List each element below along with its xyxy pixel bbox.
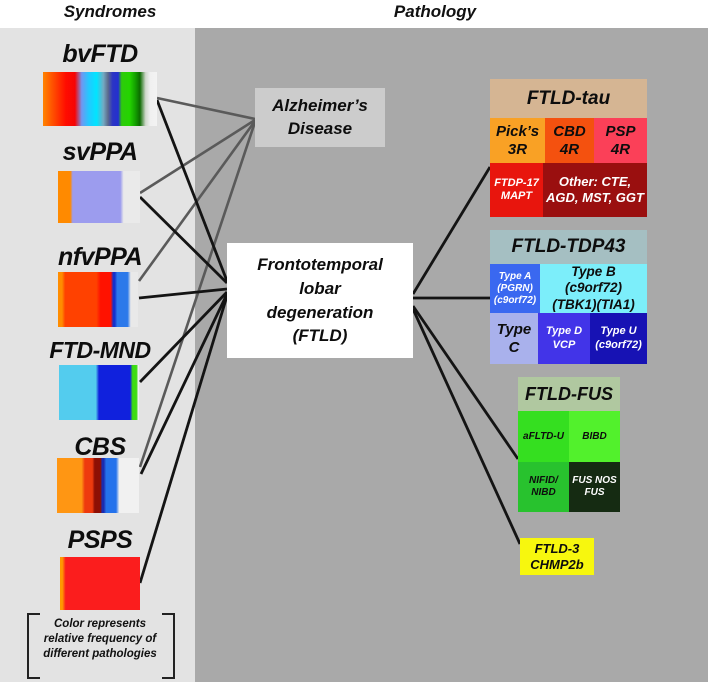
color-frequency-note: Color represents relative frequency of d… — [43, 618, 157, 660]
cell-bibd: BIBD — [569, 411, 620, 462]
syndrome-label-bvftd: bvFTD — [62, 40, 138, 68]
cell-tdp-type-c: Type C — [490, 313, 538, 364]
syndrome-label-svppa: svPPA — [62, 138, 138, 166]
line-cbs-ftld — [139, 293, 229, 475]
line-nfvppa-ftld — [138, 287, 228, 300]
cell-tau-other: Other: CTE, AGD, MST, GGT — [543, 163, 647, 217]
line-bvftd-alzheimers — [156, 96, 256, 121]
line-svppa-ftld — [139, 196, 228, 284]
syndrome-label-nfvppa: nfvPPA — [57, 243, 143, 271]
note-bracket-right — [162, 613, 175, 679]
line-ftld-fus — [411, 305, 520, 460]
line-ftld-tau — [411, 166, 492, 295]
frequency-bar-ftdmnd — [59, 365, 139, 420]
frequency-bar-psps — [60, 557, 140, 610]
cell-picks-3r: Pick’s 3R — [490, 118, 545, 163]
cell-afltd-u: aFLTD-U — [518, 411, 569, 462]
frequency-bar-cbs — [57, 458, 139, 513]
ftld-tdp43-header: FTLD-TDP43 — [490, 230, 647, 264]
syndrome-label-ftdmnd: FTD-MND — [49, 337, 151, 363]
syndrome-label-cbs: CBS — [74, 433, 126, 461]
frequency-bar-bvftd — [43, 72, 157, 126]
ftld-tau-header: FTLD-tau — [490, 79, 647, 118]
ftld-fus-header: FTLD-FUS — [518, 377, 620, 411]
syndromes-column-title: Syndromes — [63, 2, 157, 21]
cell-ftdp17-mapt: FTDP-17 MAPT — [490, 163, 543, 217]
cell-fus-nos: FUS NOS FUS — [569, 462, 620, 512]
alzheimers-disease-box: Alzheimer’s Disease — [255, 88, 385, 147]
note-bracket-left — [27, 613, 40, 679]
cell-tdp-type-u: Type U (c9orf72) — [590, 313, 647, 364]
line-ftdmnd-ftld — [138, 291, 229, 383]
syndrome-label-psps: PSPS — [67, 526, 133, 554]
line-psps-ftld — [138, 295, 229, 584]
ftld-box: Frontotemporal lobar degeneration (FTLD) — [227, 243, 413, 358]
cell-tdp-type-a: Type A (PGRN) (c9orf72) — [490, 264, 540, 313]
frequency-bar-svppa — [58, 171, 140, 223]
cell-psp-4r: PSP 4R — [594, 118, 647, 163]
cell-nifid-nibd: NIFID/ NIBD — [518, 462, 569, 512]
cell-tdp-type-b: Type B (c9orf72) (TBK1)(TIA1) — [540, 264, 647, 313]
pathology-column-title: Pathology — [393, 2, 477, 21]
cell-cbd-4r: CBD 4R — [545, 118, 594, 163]
line-cbs-alzheimers — [138, 121, 257, 468]
line-bvftd-ftld — [155, 99, 229, 282]
line-ftld-chmp2b — [411, 308, 522, 545]
line-svppa-alzheimers — [139, 118, 256, 195]
cell-tdp-type-d: Type D VCP — [538, 313, 590, 364]
frequency-bar-nfvppa — [58, 272, 138, 327]
ftld3-chmp2b-box: FTLD-3 CHMP2b — [520, 538, 594, 575]
